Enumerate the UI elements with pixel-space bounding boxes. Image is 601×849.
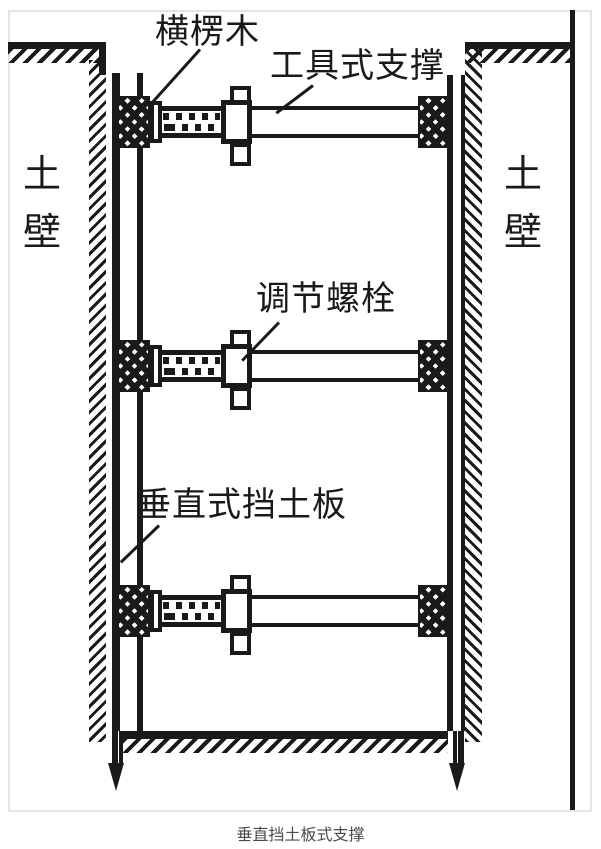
wale-block <box>117 96 150 148</box>
wale-block <box>418 96 449 148</box>
soil-face-left <box>89 60 106 742</box>
adjusting-nut <box>221 589 252 633</box>
wale-label: 横楞木 <box>155 14 260 51</box>
soil-wall-label-right: 土壁 <box>503 154 542 254</box>
trench-bottom-line <box>122 731 448 739</box>
strut-assembly-bottom <box>117 575 449 655</box>
drawing-right-border <box>570 10 575 810</box>
ground-surface-left <box>8 42 106 49</box>
nut-handle-bottom <box>230 632 251 655</box>
wale-block <box>117 340 150 392</box>
ground-step-left <box>99 42 106 75</box>
strut-assembly-top <box>117 86 449 166</box>
sheet-board-left-driven <box>112 731 123 764</box>
screw-thread-section <box>162 350 221 382</box>
adjusting-nut <box>221 100 252 144</box>
ground-hatch-right <box>465 49 571 63</box>
wale-block <box>418 340 449 392</box>
wale-block <box>418 585 449 637</box>
board-label: 垂直式挡土板 <box>137 487 347 524</box>
nut-handle-bottom <box>230 387 251 410</box>
strut-pipe <box>252 595 419 627</box>
strut-label: 工具式支撑 <box>270 48 445 85</box>
screw-thread-section <box>162 106 221 138</box>
end-plate <box>150 345 162 387</box>
screw-thread-section <box>162 595 221 627</box>
ground-surface-right <box>465 42 571 49</box>
nut-handle-bottom <box>230 143 251 166</box>
strut-pipe <box>252 350 419 382</box>
ground-hatch-left <box>8 49 106 63</box>
sheet-board-right-driven <box>453 731 464 764</box>
strut-assembly-middle <box>117 330 449 410</box>
end-plate <box>150 101 162 143</box>
trench-bottom-hatch <box>122 739 448 753</box>
sheet-board-left-tip <box>108 763 124 791</box>
adjusting-nut <box>221 344 252 388</box>
soil-wall-label-left: 土壁 <box>22 154 61 254</box>
wale-block <box>117 585 150 637</box>
end-plate <box>150 590 162 632</box>
sheet-board-right <box>447 75 465 731</box>
soil-face-right <box>465 43 482 742</box>
figure-caption: 垂直挡土板式支撑 <box>236 827 365 844</box>
bolt-label: 调节螺栓 <box>256 281 396 318</box>
sheet-board-right-tip <box>449 763 465 791</box>
